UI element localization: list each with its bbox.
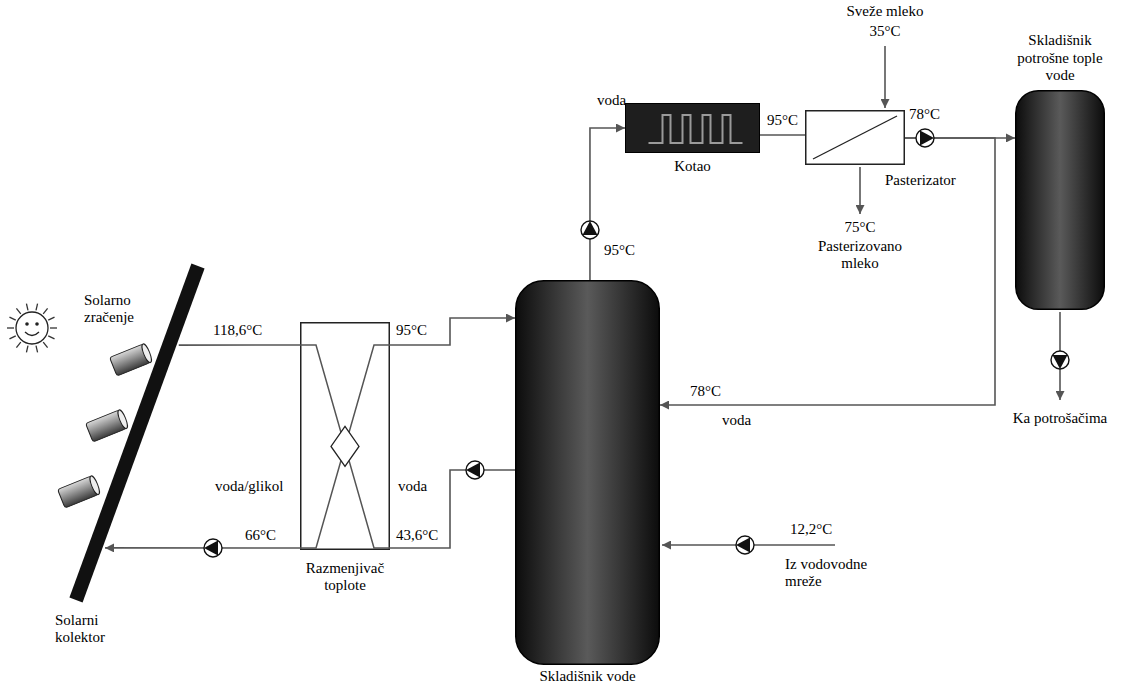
pipe-connector [760, 134, 805, 136]
stream-label: Pasterizovano mleko [806, 238, 914, 273]
exchanger-core [331, 426, 359, 466]
exchanger-flow [300, 345, 390, 548]
tank-body [516, 281, 660, 665]
pipe-connector [105, 547, 300, 549]
temperature-label: 95°C [604, 242, 635, 259]
sun-eye [35, 322, 39, 326]
temperature-label: 12,2°C [790, 521, 832, 538]
collector-plate [76, 266, 198, 600]
component-label: Kotao [625, 158, 760, 175]
pump-triangle [583, 221, 598, 235]
pump-symbol [1051, 351, 1069, 369]
sun-ray [36, 304, 38, 311]
temperature-label: 66°C [245, 527, 276, 544]
water-tank: Skladišnik vode [515, 280, 660, 665]
pipe-connector [179, 344, 300, 346]
pump-casing [736, 536, 754, 554]
sun-ray [36, 346, 38, 353]
pump-symbol [466, 461, 484, 479]
sun-ray [26, 346, 28, 353]
shape [1015, 90, 1105, 310]
sun-ray [16, 342, 20, 347]
component-label: Pasterizator [885, 172, 985, 189]
temperature-label: 75°C [820, 219, 900, 236]
hot-water-tank: Skladišnik potrošne tople vode [1015, 90, 1105, 310]
collector-panel [110, 343, 154, 376]
pasteurizer-plate [813, 116, 897, 159]
fluid-label: voda [722, 412, 751, 429]
temperature-label: 118,6°C [213, 322, 262, 339]
temperature-label: 43,6°C [396, 527, 438, 544]
sun-ray [16, 308, 20, 313]
sun-ray [7, 327, 14, 328]
collector-panel [58, 475, 102, 508]
temperature-label: 35°C [845, 23, 925, 40]
fluid-label: voda/glikol [215, 478, 283, 495]
exchanger-flow [300, 345, 390, 548]
pump-symbol [916, 129, 934, 147]
sun-mouth [25, 332, 39, 336]
pump-triangle [1053, 355, 1068, 369]
temperature-label: 95°C [767, 112, 798, 129]
pump-casing [581, 221, 599, 239]
panel-end [116, 409, 129, 430]
component-label: Skladišnik potrošne tople vode [1010, 32, 1110, 84]
pipe [884, 46, 886, 108]
sun-ray [26, 304, 28, 311]
pump-symbol [736, 536, 754, 554]
collector-panel [86, 409, 130, 442]
sun-ray [9, 317, 15, 320]
pasteurizer-body [806, 111, 905, 165]
pump-casing [204, 539, 222, 557]
pump-symbol [581, 221, 599, 239]
sun-ray [48, 336, 54, 339]
heat-exchanger: Razmenjivač toplote [300, 322, 390, 550]
tank-body [1016, 91, 1105, 310]
panel-end [88, 475, 101, 496]
sun-ray [48, 317, 54, 320]
heating-coil [649, 115, 743, 143]
pipe-connector [390, 318, 515, 345]
pump-casing [466, 461, 484, 479]
pump-triangle [736, 538, 750, 553]
stream-label: Sveže mleko [815, 3, 955, 20]
pipe-connector [390, 470, 515, 548]
component-label: Razmenjivač toplote [295, 560, 395, 595]
shape [515, 280, 660, 665]
pump-triangle [204, 541, 218, 556]
shape [300, 322, 390, 550]
radiation-label: Solarno zračenje [84, 292, 158, 327]
sun-ray [43, 308, 47, 313]
pump-triangle [920, 131, 934, 146]
sun-icon [7, 304, 57, 353]
pump-triangle [466, 463, 480, 478]
pump-casing [1051, 351, 1069, 369]
pasteurizer: Pasterizator [805, 110, 905, 165]
pipe [859, 167, 861, 214]
stream-label: Iz vodovodne mreže [785, 556, 885, 591]
component-label: Skladišnik vode [505, 668, 670, 685]
temperature-label: 78°C [909, 106, 940, 123]
fluid-label: voda [398, 478, 427, 495]
component-label: Solarni kolektor [55, 612, 127, 647]
pump-symbol [204, 539, 222, 557]
pipe-connector [660, 138, 995, 405]
boiler-body [626, 104, 760, 153]
sun-ray [50, 327, 57, 328]
shape [625, 103, 760, 153]
stream-label: Ka potrošačima [990, 410, 1130, 427]
temperature-label: 95°C [396, 322, 427, 339]
sun-ray [9, 336, 15, 339]
panel-end [140, 343, 153, 364]
boiler: Kotao [625, 103, 760, 153]
shape [805, 110, 905, 165]
exchanger-body [301, 323, 390, 550]
temperature-label: 78°C [690, 383, 721, 400]
sun-disc [16, 312, 48, 344]
fluid-label: voda [597, 92, 626, 109]
sun-ray [43, 342, 47, 347]
pump-casing [916, 129, 934, 147]
sun-eye [25, 322, 29, 326]
